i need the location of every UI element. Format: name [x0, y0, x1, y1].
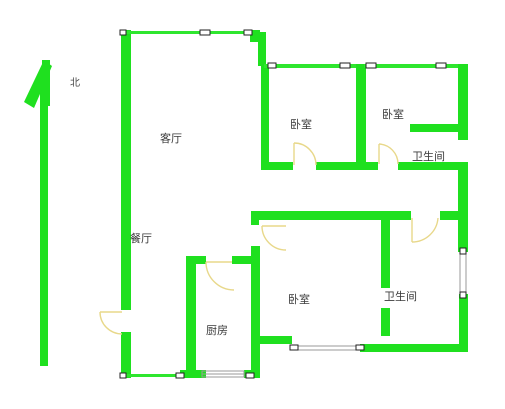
- wall-kitchen-top: [186, 256, 206, 264]
- wall-corridor: [251, 211, 411, 220]
- window-bedroom-bottom: [291, 345, 361, 351]
- wall-bottom-right: [360, 344, 468, 352]
- wall-left-lower: [121, 332, 131, 378]
- wall-east-mid: [458, 168, 468, 252]
- room-label-bathroom-2: 卫生间: [384, 289, 417, 303]
- wall-bath1-bottom: [398, 162, 468, 170]
- wall-kitchen-east-lower: [252, 336, 292, 344]
- north-label: 北: [70, 77, 80, 89]
- wall-left-main: [121, 30, 131, 310]
- wall-kitchen-east: [251, 246, 260, 378]
- wall-bath2-west-lower: [381, 308, 390, 336]
- door-bath2: [411, 217, 439, 243]
- wall-kitchen-west: [186, 256, 196, 378]
- wall-bedroom-top-left-vertical: [261, 64, 269, 168]
- room-label-bedroom-bottom: 卧室: [288, 292, 310, 306]
- north-arrow-icon: [24, 60, 52, 366]
- wall-corridor-right: [440, 211, 468, 220]
- window-kitchen: [201, 370, 245, 378]
- room-label-dining: 餐厅: [130, 231, 152, 245]
- door-bath1: [378, 143, 399, 165]
- wall-bedroom-bottom-right: [316, 162, 366, 170]
- door-entrance: [99, 311, 123, 335]
- room-label-bathroom-1: 卫生间: [412, 149, 445, 163]
- wall-living-bottom: [126, 374, 182, 377]
- room-label-bedroom-upper-right: 卧室: [382, 107, 404, 121]
- room-label-kitchen: 厨房: [206, 324, 228, 337]
- wall-east-lower: [459, 294, 468, 352]
- wall-kitchen-bottom: [180, 370, 206, 378]
- wall-upper-right-shelf: [410, 124, 464, 132]
- room-label-bedroom-top: 卧室: [290, 117, 312, 131]
- door-bedroom-top: [293, 142, 317, 166]
- wall-upper-right-top: [364, 64, 468, 68]
- room-label-living: 客厅: [160, 131, 182, 145]
- wall-living-right-top: [250, 30, 260, 42]
- wall-bedroom-top-left: [258, 32, 266, 66]
- structural-posts: [119, 29, 467, 379]
- wall-bedroom-bottom-left: [261, 162, 293, 170]
- wall-bedroom-divider: [356, 64, 366, 168]
- window-east: [459, 251, 467, 295]
- door-kitchen: [205, 261, 235, 291]
- wall-bath1-bottom-left: [366, 162, 378, 170]
- wall-kitchen-top-right: [232, 256, 260, 264]
- wall-corridor-stub: [251, 211, 259, 225]
- wall-upper-right-east: [458, 64, 468, 140]
- wall-bath2-west: [381, 216, 390, 288]
- wall-bedroom-top: [264, 64, 364, 68]
- wall-top-living: [126, 31, 260, 34]
- door-corridor-kitchen: [261, 225, 287, 251]
